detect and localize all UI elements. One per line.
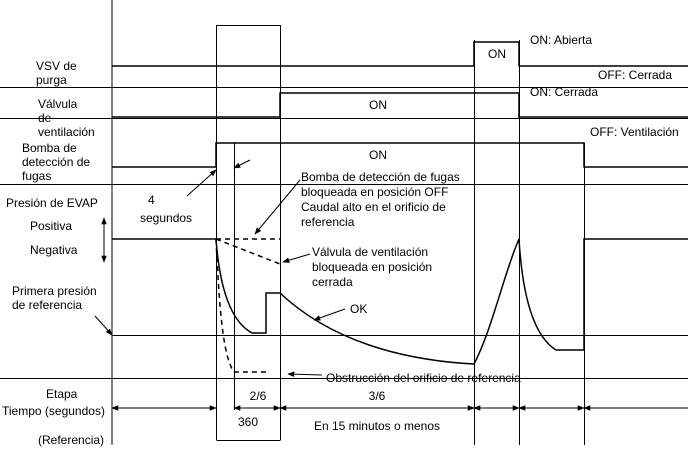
vsv-on-label: ON bbox=[488, 47, 506, 61]
stage-2-label: 2/6 bbox=[250, 389, 267, 403]
orifice-leader bbox=[287, 371, 323, 377]
delay-label-2: segundos bbox=[140, 211, 192, 225]
vent-off-state: OFF: Ventilación bbox=[590, 125, 679, 139]
vent-on-label: ON bbox=[369, 98, 387, 112]
stage4-pressure-rise bbox=[473, 238, 688, 365]
leak-pump-label-2: detección de bbox=[22, 155, 90, 169]
reference-pressure-label-2: de referencia bbox=[12, 298, 82, 312]
vent-stuck-label-1: Válvula de ventilación bbox=[312, 245, 428, 259]
orifice-blocked-curve bbox=[215, 238, 266, 373]
vent-on-state: ON: Cerrada bbox=[530, 85, 598, 99]
pump-stuck-label-1: Bomba de detección de fugas bbox=[301, 170, 460, 184]
pressure-title: Presión de EVAP bbox=[6, 196, 98, 210]
time-label: Tiempo (segundos) bbox=[2, 404, 105, 418]
pressure-positive-label: Positiva bbox=[30, 219, 72, 233]
pressure-curves bbox=[112, 238, 688, 373]
vsv-purge-label-2: purga bbox=[36, 73, 67, 87]
vsv-on-state: ON: Abierta bbox=[530, 33, 592, 47]
vsv-off-state: OFF: Cerrada bbox=[598, 68, 672, 82]
stage-label: Etapa bbox=[46, 387, 78, 401]
vent-stuck-label-3: cerrada bbox=[312, 275, 353, 289]
vent-stuck-leader bbox=[282, 253, 311, 263]
delay-arrow bbox=[186, 169, 217, 197]
vent-stuck-closed-curve bbox=[215, 238, 281, 265]
pump-stuck-label-4: referencia bbox=[301, 215, 355, 229]
vent-stuck-label-2: bloqueada en posición bbox=[312, 260, 432, 274]
vent-valve-label-2: de bbox=[38, 111, 52, 125]
vsv-purge-waveform bbox=[112, 41, 688, 67]
leak-pump-label-3: fugas bbox=[22, 169, 51, 183]
leader-arrows bbox=[94, 159, 346, 377]
delay-arrow-end bbox=[233, 159, 251, 169]
leak-pump-label-1: Bomba de bbox=[22, 141, 77, 155]
reference-leader bbox=[94, 315, 113, 336]
vsv-purge-label-1: VSV de bbox=[36, 59, 77, 73]
waveforms bbox=[112, 41, 688, 168]
stage2-pressure-curve bbox=[215, 238, 280, 334]
pump-stuck-leader bbox=[254, 179, 301, 235]
vent-valve-label-3: ventilación bbox=[38, 125, 95, 139]
delay-label-1: 4 bbox=[148, 193, 155, 207]
duration-360-label: 360 bbox=[238, 415, 258, 429]
pump-stuck-label-3: Caudal alto en el orificio de bbox=[301, 200, 446, 214]
orifice-block-label: Obstrucción del orificio de referencia bbox=[326, 371, 521, 385]
vent-valve-waveform bbox=[112, 92, 688, 118]
reference-note-label: (Referencia) bbox=[38, 433, 104, 447]
duration-15-label: En 15 minutos o menos bbox=[314, 419, 440, 433]
leak-pump-waveform bbox=[112, 142, 688, 168]
ok-label: OK bbox=[350, 302, 367, 316]
pump-on-label: ON bbox=[369, 148, 387, 162]
stage3-pressure-curve bbox=[279, 292, 475, 365]
vent-valve-label-1: Válvula bbox=[38, 97, 78, 111]
reference-pressure-label-1: Primera presión bbox=[12, 284, 97, 298]
stage-3-label: 3/6 bbox=[369, 389, 386, 403]
ok-leader bbox=[313, 308, 346, 321]
pressure-negative-label: Negativa bbox=[30, 243, 78, 257]
pump-stuck-label-2: bloqueada en posición OFF bbox=[301, 185, 448, 199]
